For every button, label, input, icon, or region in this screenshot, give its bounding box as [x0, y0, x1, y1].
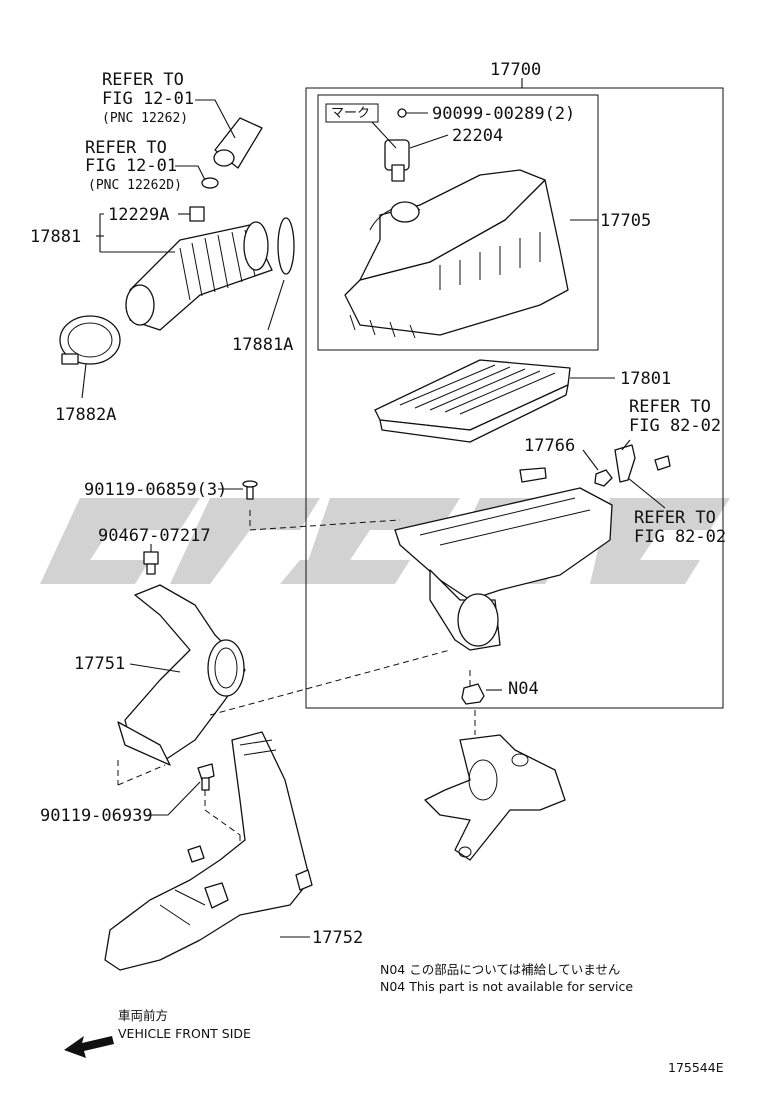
label-90119-06939: 90119-06939 [40, 806, 153, 826]
figure-id: 175544E [668, 1060, 724, 1075]
label-17801: 17801 [620, 369, 671, 389]
assembly-17705-frame [317, 94, 599, 351]
label-refer3-b: FIG 82-02 [629, 416, 721, 436]
label-mark: マーク [331, 106, 370, 121]
label-17766: 17766 [524, 436, 575, 456]
air-cleaner-cap-17705 [344, 169, 569, 339]
sensor-22204 [384, 108, 410, 182]
mount-N04 [424, 683, 566, 861]
bolt-90119-06859 [242, 480, 258, 500]
mark-box [325, 103, 379, 123]
upper-hose-refer [201, 117, 263, 189]
label-12229A: 12229A [108, 205, 169, 225]
label-17700: 17700 [490, 60, 541, 80]
bolt-90119-06939 [197, 763, 215, 791]
label-90099-00289: 90099-00289(2) [432, 104, 575, 124]
label-refer2-c: (PNC 12262D) [88, 178, 182, 193]
label-17705: 17705 [600, 211, 651, 231]
label-refer3-a: REFER TO [629, 397, 711, 417]
air-duct-17752 [104, 731, 313, 971]
nut-17766 [594, 469, 613, 487]
label-refer2-b: FIG 12-01 [85, 156, 177, 176]
label-22204: 22204 [452, 126, 503, 146]
air-filter-element-17801 [374, 359, 571, 443]
clamp-17882A [59, 315, 121, 365]
label-17881: 17881 [30, 227, 81, 247]
label-refer1-b: FIG 12-01 [102, 89, 194, 109]
note-n04-en: N04 This part is not available for servi… [380, 979, 633, 994]
label-17882A: 17882A [55, 405, 116, 425]
label-90467-07217: 90467-07217 [98, 526, 211, 546]
air-cleaner-case-lower [394, 467, 613, 651]
label-refer1-a: REFER TO [102, 70, 184, 90]
label-17752: 17752 [312, 928, 363, 948]
intake-hose-17881 [125, 206, 295, 331]
bracket-refer-82-02 [614, 444, 671, 483]
label-refer2-a: REFER TO [85, 138, 167, 158]
label-refer4-b: FIG 82-02 [634, 527, 726, 547]
label-90119-06859: 90119-06859(3) [84, 480, 227, 500]
label-17881A: 17881A [232, 335, 293, 355]
label-refer1-c: (PNC 12262) [102, 111, 188, 126]
label-17751: 17751 [74, 654, 125, 674]
inlet-duct-17751 [117, 584, 246, 766]
front-arrow-icon [64, 1036, 114, 1058]
clip-90467-07217 [143, 551, 159, 575]
direction-en: VEHICLE FRONT SIDE [118, 1026, 251, 1041]
note-n04-jp: N04 この部品については補給していません [380, 962, 620, 977]
assembly-17700-frame [305, 87, 724, 709]
label-refer4-a: REFER TO [634, 508, 716, 528]
label-N04: N04 [508, 679, 539, 699]
direction-jp: 車両前方 [118, 1008, 168, 1023]
